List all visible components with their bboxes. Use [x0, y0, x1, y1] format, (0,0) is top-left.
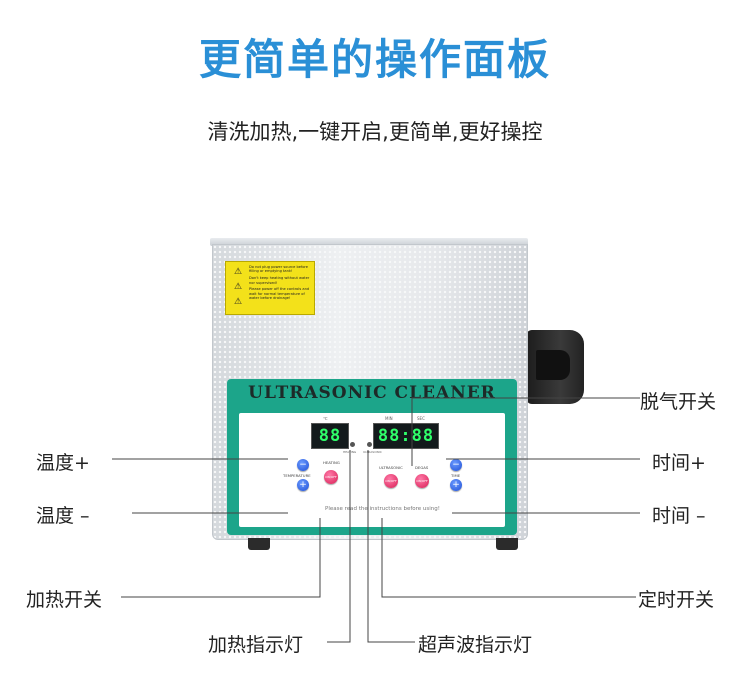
time-caption: TIME [451, 473, 461, 478]
temperature-caption: TEMPERATURE [283, 473, 311, 478]
warning-line: Please power off the controls and wait f… [249, 287, 310, 301]
heating-switch-button[interactable]: ON/OFF [324, 470, 338, 484]
temperature-display: 88 [311, 423, 349, 449]
heating-caption: HEATING [323, 460, 340, 465]
line-timer-switch [381, 518, 636, 598]
callout-time-plus: 时间+ [652, 452, 706, 474]
read-instructions-note: Please read the instructions before usin… [325, 506, 440, 512]
control-panel-face: ℃ MIN SEC 88 88:88 HEATING ULTRASONIC − … [239, 413, 505, 527]
callout-timer-switch: 定时开关 [638, 589, 715, 611]
callout-heat-switch: 加热开关 [26, 589, 103, 611]
callout-degas: 脱气开关 [640, 391, 717, 413]
lid-edge [210, 238, 528, 246]
timer-switch-button[interactable]: ON/OFF [384, 474, 398, 488]
line-degas [411, 397, 640, 466]
warning-icons: ⚠ ⚠ ⚠ [229, 265, 247, 310]
line-ultra-indicator [367, 450, 415, 643]
ultrasonic-indicator-led [367, 442, 372, 447]
ultrasonic-led-caption: ULTRASONIC [363, 450, 382, 454]
time-minus-button[interactable]: + [450, 479, 462, 491]
warning-drain-icon: ⚠ [233, 297, 243, 307]
min-label: MIN [385, 416, 393, 421]
callout-time-minus: 时间 – [652, 505, 706, 527]
temperature-minus-button[interactable]: + [297, 479, 309, 491]
degas-switch-button[interactable]: ON/OFF [415, 474, 429, 488]
left-foot [248, 538, 270, 550]
page-subtitle: 清洗加热,一键开启,更简单,更好操控 [207, 120, 543, 144]
handle [526, 330, 584, 404]
callout-temp-minus: 温度 – [36, 505, 90, 527]
sec-label: SEC [417, 416, 425, 421]
ultrasonic-cleaner-device: ⚠ ⚠ ⚠ Do not plug power source before fi… [210, 238, 584, 550]
warning-plug-icon: ⚠ [233, 267, 243, 277]
handle-groove [536, 350, 570, 380]
degas-caption: DEGAS [415, 465, 429, 470]
line-heat-switch [121, 518, 321, 598]
steel-body: ⚠ ⚠ ⚠ Do not plug power source before fi… [212, 244, 528, 540]
temperature-plus-button[interactable]: − [297, 459, 309, 471]
warning-sticker: ⚠ ⚠ ⚠ Do not plug power source before fi… [225, 261, 315, 315]
page-title: 更简单的操作面板 [198, 35, 551, 84]
heating-indicator-led [350, 442, 355, 447]
control-panel: ULTRASONIC CLEANER ℃ MIN SEC 88 88:88 HE… [227, 379, 517, 535]
callout-ultra-indicator: 超声波指示灯 [418, 634, 533, 656]
time-plus-button[interactable]: − [450, 459, 462, 471]
warning-text: Do not plug power source before filling … [249, 265, 312, 303]
time-display: 88:88 [373, 423, 439, 449]
callout-heat-indicator: 加热指示灯 [208, 634, 304, 656]
line-heat-indicator [327, 450, 351, 643]
warning-line: Do not plug power source before filling … [249, 265, 309, 274]
right-foot [496, 538, 518, 550]
ultrasonic-caption: ULTRASONIC [379, 465, 403, 470]
callout-temp-plus: 温度+ [36, 452, 90, 474]
warning-line: Don't keep heating without water nor sup… [249, 276, 310, 285]
warning-heat-icon: ⚠ [233, 282, 243, 292]
temp-unit-label: ℃ [323, 416, 328, 421]
